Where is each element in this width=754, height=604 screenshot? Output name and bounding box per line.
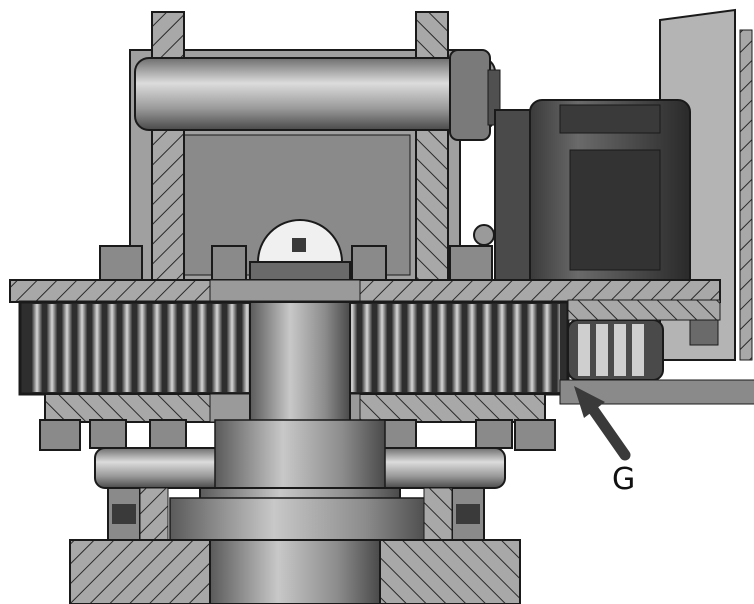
callout-arrow: [574, 386, 631, 461]
drive-motor: [473, 99, 691, 301]
top-pivot-pin: [134, 49, 501, 141]
base-housing: [69, 539, 521, 604]
central-shaft: [169, 301, 431, 541]
upper-flange: [9, 279, 721, 303]
callout-label-g: G: [612, 462, 636, 497]
